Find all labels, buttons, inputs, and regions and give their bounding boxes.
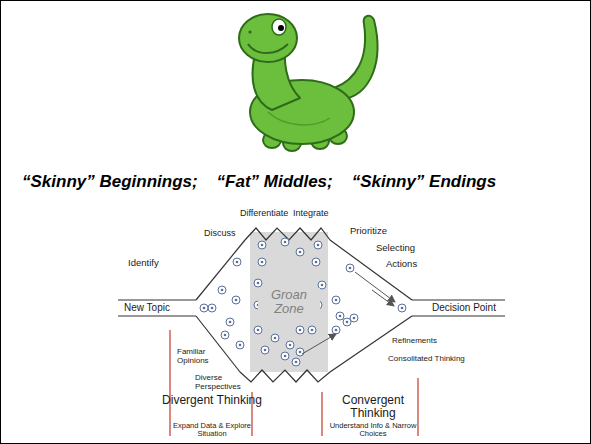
idea-dot-center — [299, 351, 302, 354]
idea-dot-center — [236, 261, 239, 264]
idea-dot-center — [295, 361, 298, 364]
idea-dot-center — [401, 307, 404, 310]
idea-dot-center — [311, 329, 314, 332]
idea-dot-center — [339, 315, 342, 318]
endpoint-label: Decision Point — [432, 302, 496, 313]
idea-dot — [292, 358, 300, 366]
stage-label: Differentiate — [240, 209, 288, 219]
stage-label: Actions — [386, 259, 417, 269]
idea-dot — [312, 258, 320, 266]
groan-zone-band: Groan Zone — [250, 232, 328, 372]
idea-dot-center — [224, 334, 227, 337]
idea-dot — [296, 326, 304, 334]
idea-dot — [218, 286, 226, 294]
idea-dot-center — [261, 244, 264, 247]
stage-label: Identify — [128, 258, 159, 268]
idea-dot — [258, 258, 266, 266]
idea-dots — [200, 238, 406, 366]
slide-title: “Skinny” Beginnings; “Fat” Middles; “Ski… — [22, 173, 496, 192]
idea-dot-center — [274, 337, 277, 340]
phase-note: Understand Info & Narrow Choices — [318, 422, 428, 439]
idea-dot — [296, 348, 304, 356]
idea-dot-center — [349, 267, 352, 270]
idea-dot-center — [229, 321, 232, 324]
phase-heading: Divergent Thinking — [160, 394, 264, 407]
idea-dot — [233, 258, 241, 266]
idea-dot-center — [203, 307, 206, 310]
note-label: Diverse Perspectives — [195, 374, 241, 392]
idea-dot — [254, 326, 262, 334]
idea-dot-center — [239, 344, 242, 347]
dinosaur — [239, 14, 377, 151]
idea-dot-center — [353, 317, 356, 320]
idea-dot — [200, 304, 208, 312]
idea-dot-center — [211, 307, 214, 310]
idea-dot — [281, 352, 289, 360]
idea-dot — [258, 241, 266, 249]
idea-dot — [346, 264, 354, 272]
zone-label: Groan Zone — [258, 288, 320, 317]
idea-dot — [350, 314, 358, 322]
idea-dot — [254, 279, 262, 287]
idea-dot — [332, 296, 340, 304]
phase-heading: Convergent Thinking — [318, 394, 428, 420]
process-outline — [118, 228, 505, 382]
idea-dot — [314, 241, 322, 249]
idea-dot-center — [284, 241, 287, 244]
idea-dot-center — [315, 261, 318, 264]
stage-label: Prioritize — [350, 226, 387, 236]
idea-dot — [336, 312, 344, 320]
idea-dot — [286, 341, 294, 349]
stage-label: Discuss — [204, 229, 236, 239]
idea-dot-center — [257, 282, 260, 285]
idea-dot — [281, 238, 289, 246]
note-label: Consolitated Thinking — [388, 355, 465, 364]
note-label: Familiar Opinions — [177, 348, 219, 366]
idea-dot — [332, 326, 340, 334]
idea-dot — [271, 334, 279, 342]
idea-dot — [208, 304, 216, 312]
idea-dot-center — [221, 289, 224, 292]
idea-dot — [232, 296, 240, 304]
endpoint-label: New Topic — [124, 302, 170, 313]
idea-dot-center — [317, 244, 320, 247]
idea-dot-center — [335, 299, 338, 302]
idea-dot — [221, 331, 229, 339]
idea-dot — [308, 326, 316, 334]
idea-dot-center — [335, 329, 338, 332]
stage-label: Selecting — [376, 243, 415, 253]
idea-dot-center — [346, 321, 349, 324]
idea-dot-center — [284, 355, 287, 358]
stage-label: Integrate — [293, 209, 329, 219]
phase-note: Expand Data & Explore Situation — [160, 422, 264, 439]
idea-dot-center — [261, 261, 264, 264]
idea-dot-center — [257, 329, 260, 332]
idea-dot — [261, 346, 269, 354]
idea-dot-center — [299, 251, 302, 254]
idea-dot-center — [321, 284, 324, 287]
idea-dot — [226, 318, 234, 326]
idea-dot — [398, 304, 406, 312]
idea-dot-center — [235, 299, 238, 302]
idea-dot — [296, 248, 304, 256]
idea-dot-center — [299, 329, 302, 332]
note-label: Refinements — [392, 337, 437, 346]
idea-dot-center — [289, 344, 292, 347]
idea-dot — [236, 341, 244, 349]
idea-dot-center — [264, 349, 267, 352]
